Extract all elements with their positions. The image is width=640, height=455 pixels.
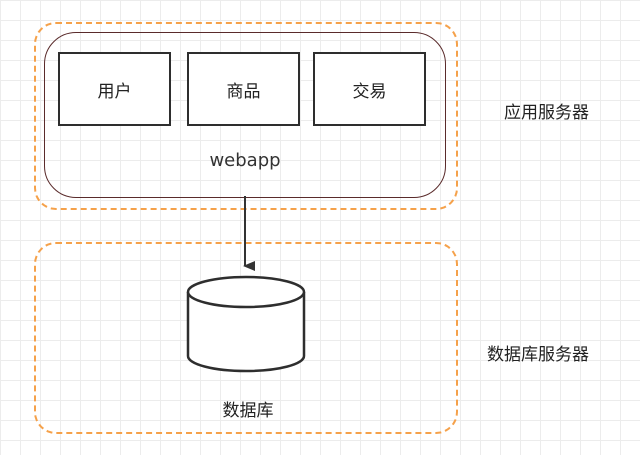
module-user: 用户 [58,52,171,126]
module-product: 商品 [187,52,300,126]
module-product-label: 商品 [226,81,261,102]
database-cylinder-icon [186,275,306,373]
database-label: 数据库 [222,401,274,421]
webapp-label: webapp [209,150,281,171]
db-server-label: 数据库服务器 [487,345,589,365]
app-server-label: 应用服务器 [504,103,589,123]
module-trade-label: 交易 [352,81,387,102]
module-trade: 交易 [313,52,426,126]
module-user-label: 用户 [97,81,132,102]
